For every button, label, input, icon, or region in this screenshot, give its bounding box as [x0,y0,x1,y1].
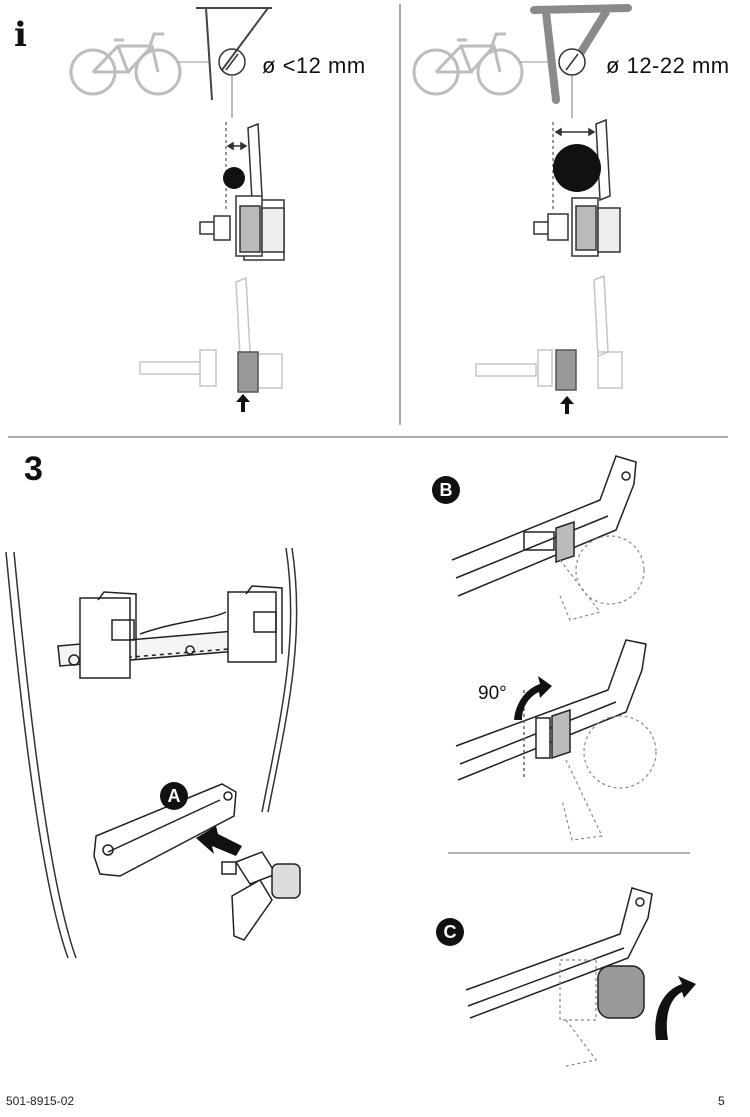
info-icon: i [14,15,27,55]
diameter-label-right: ø 12-22 mm [606,54,730,78]
knob-c [597,965,645,1019]
arm-b-bottom [455,639,647,781]
knob-b-top-dashed [559,535,645,621]
knob-b-bottom-dashed [561,715,657,841]
document-number: 501-8915-02 [6,1094,75,1108]
page-number: 5 [718,1094,725,1108]
clamp-detail-right [533,118,621,257]
bicycle-icon-right [412,32,524,96]
diameter-value-left: <12 mm [282,53,366,78]
knob-assembly-a [221,851,301,941]
clamp-detail-left [199,122,285,261]
frame-outline [5,547,298,959]
arm-c [465,887,653,1019]
exploded-parts-right [475,274,623,391]
knob-c-dashed [559,959,598,1067]
diameter-value-right: 12-22 mm [626,53,730,78]
rotation-label: 90° [478,683,507,704]
curved-arrow-icon-c [655,976,696,1040]
step-number: 3 [24,450,43,488]
arm-a [93,783,237,877]
push-arrow-icon [196,826,242,856]
rack-assembly [57,585,283,679]
arrow-up-icon-right [560,396,574,414]
exploded-parts-left [139,276,283,393]
thin-frame-tube [196,7,272,101]
diameter-symbol-right: ø [606,53,620,78]
arm-b-top [451,455,637,597]
badge-c: C [436,918,464,946]
diameter-label-left: ø <12 mm [262,54,366,78]
curved-arrow-icon-b [514,676,552,720]
badge-a: A [160,782,188,810]
arrow-up-icon-left [236,394,250,412]
diameter-symbol-left: ø [262,53,276,78]
badge-b: B [432,476,460,504]
bicycle-icon-left [69,32,182,96]
